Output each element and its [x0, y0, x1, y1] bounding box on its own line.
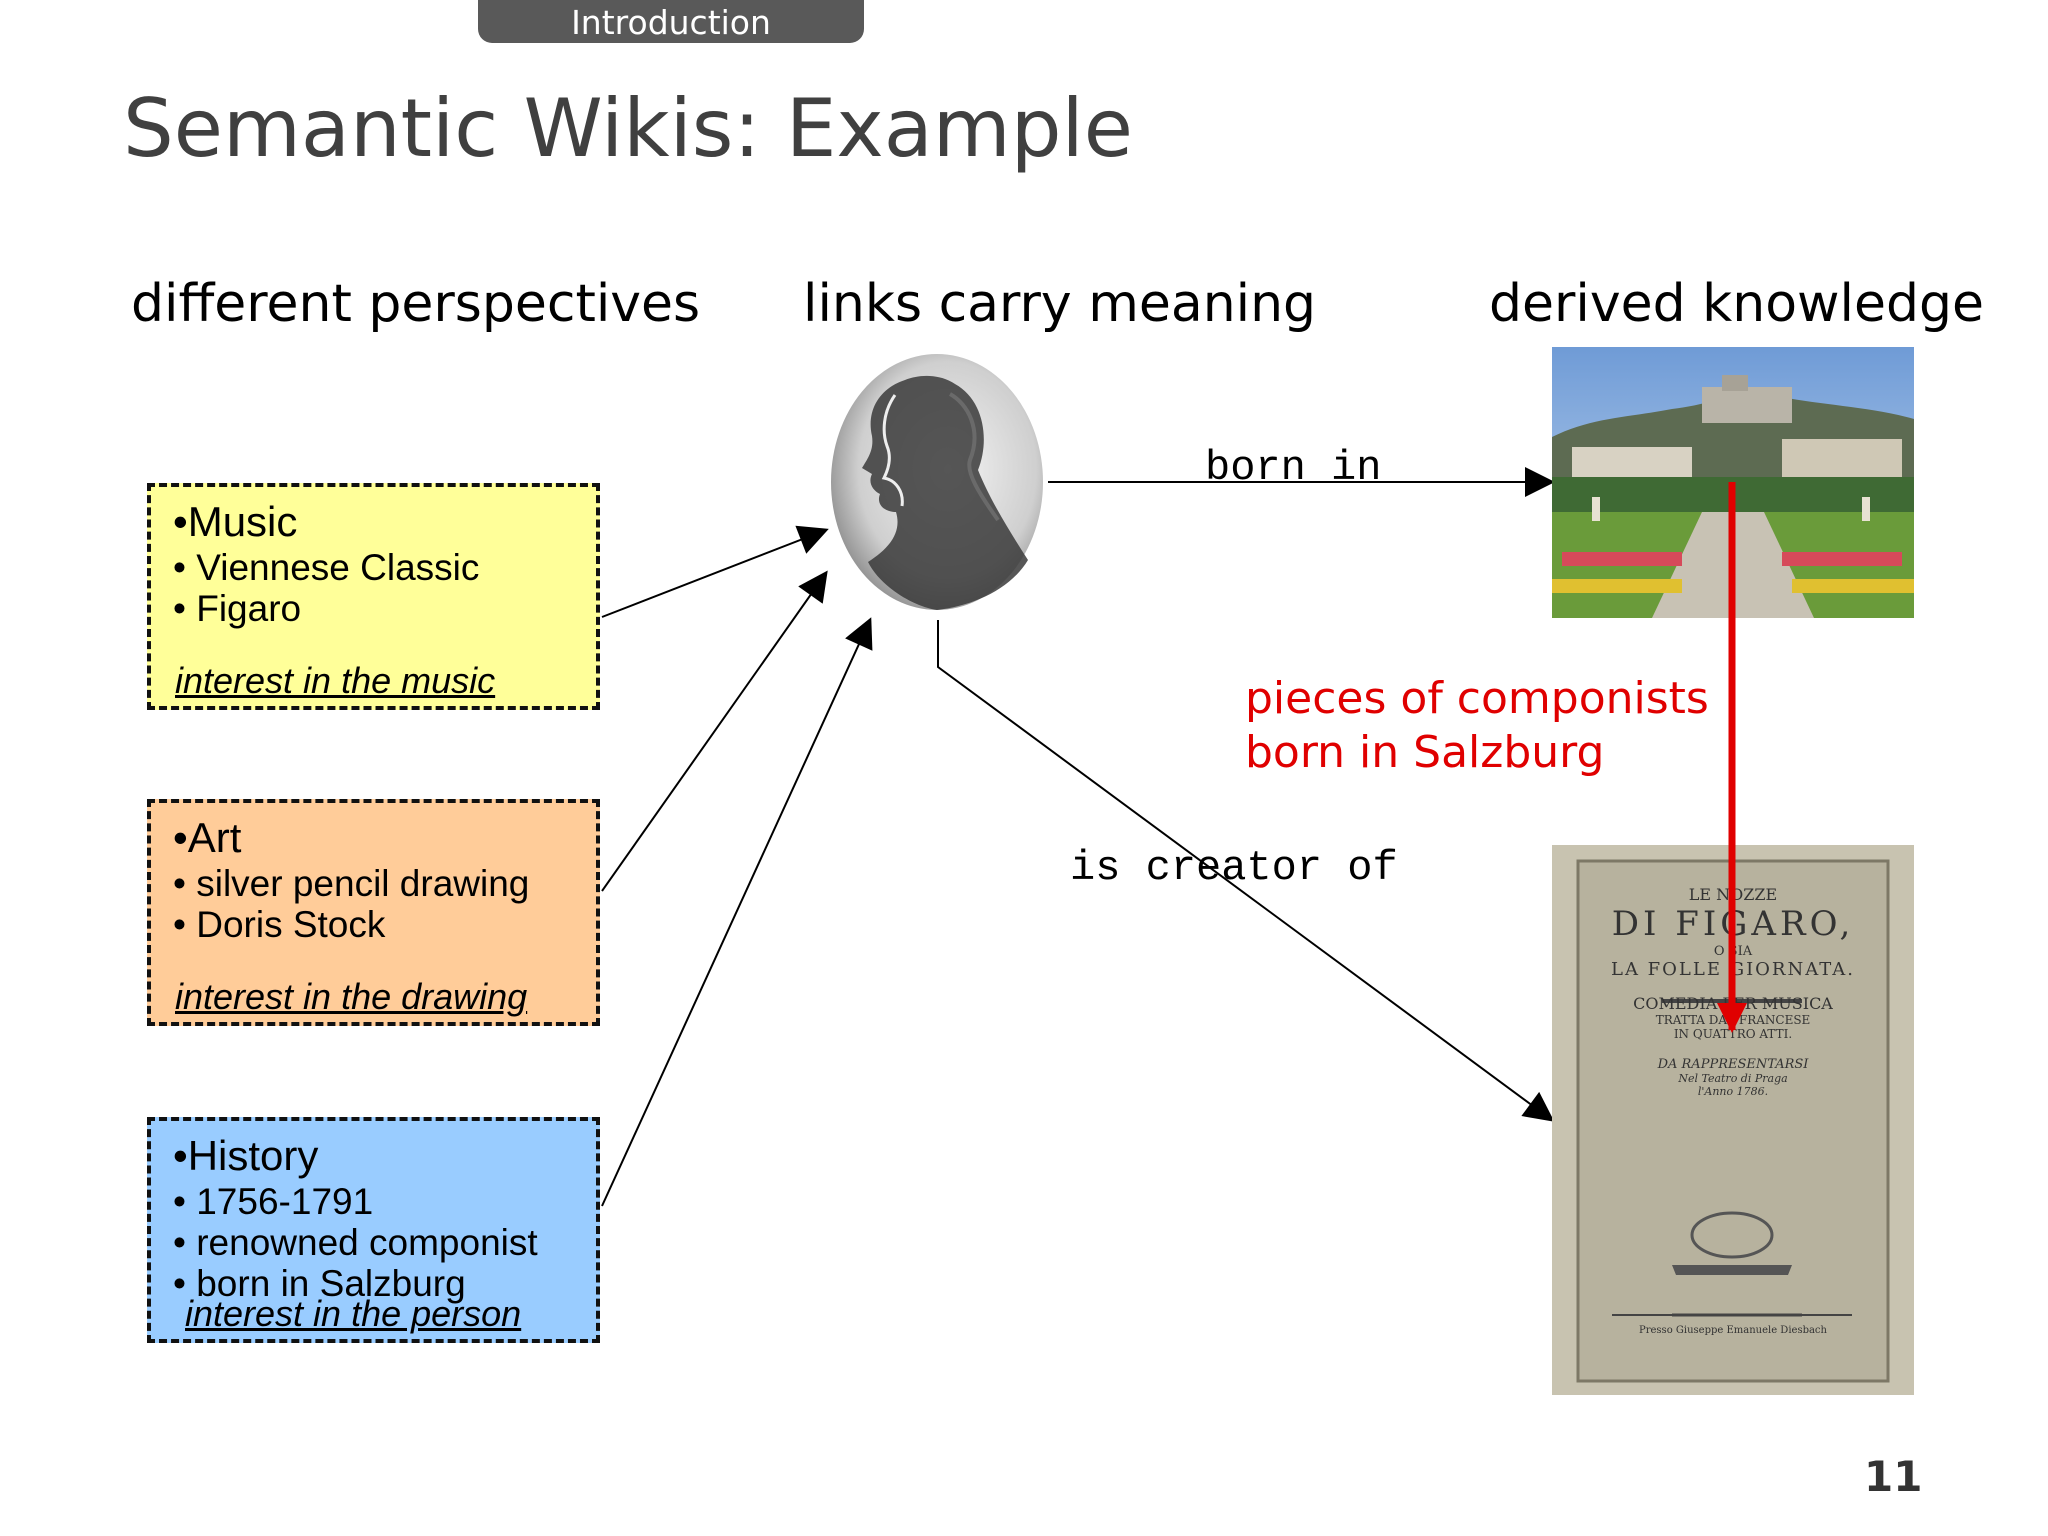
music-box-item: • Figaro: [173, 588, 302, 629]
music-perspective-box: •Music • Viennese Classic • Figaro inter…: [147, 483, 600, 710]
music-box-title: •Music: [173, 498, 298, 545]
history-perspective-box: •History • 1756-1791 • renowned componis…: [147, 1117, 600, 1343]
heading-derived-knowledge: derived knowledge: [1489, 274, 1984, 334]
page-number: 11: [1864, 1452, 1923, 1501]
book-line: DA RAPPRESENTARSI: [1657, 1057, 1809, 1072]
art-perspective-box: •Art • silver pencil drawing • Doris Sto…: [147, 799, 600, 1026]
page-title: Semantic Wikis: Example: [123, 82, 1133, 175]
art-box-item: • silver pencil drawing: [173, 863, 530, 904]
derived-knowledge-note: pieces of componists born in Salzburg: [1245, 672, 1709, 780]
music-box-note: interest in the music: [175, 660, 496, 701]
book-line: l'Anno 1786.: [1697, 1085, 1769, 1098]
art-box-title: •Art: [173, 814, 242, 861]
relation-born-in-label: born in: [1205, 444, 1382, 492]
arrow-history-to-person: [601, 617, 873, 1207]
arrow-music-to-person: [601, 525, 829, 618]
book-line: Presso Giuseppe Emanuele Diesbach: [1639, 1325, 1827, 1336]
history-box-note: interest in the person: [185, 1293, 522, 1334]
figaro-book-image: LE NOZZE DI FIGARO, O SIA LA FOLLE GIORN…: [1552, 845, 1914, 1395]
music-box-item: • Viennese Classic: [173, 547, 480, 588]
art-box-note: interest in the drawing: [175, 976, 528, 1017]
history-box-item: • born in Salzburg: [173, 1263, 466, 1304]
heading-links-carry-meaning: links carry meaning: [803, 274, 1317, 334]
book-line: Nel Teatro di Praga: [1678, 1072, 1788, 1085]
heading-different-perspectives: different perspectives: [131, 274, 701, 334]
art-box-item: • Doris Stock: [173, 904, 386, 945]
derived-note-line: born in Salzburg: [1245, 727, 1605, 778]
book-line: IN QUATTRO ATTI.: [1673, 1027, 1793, 1041]
relation-is-creator-of-label: is creator of: [1070, 844, 1398, 892]
derived-note-line: pieces of componists: [1245, 673, 1709, 724]
arrow-art-to-person: [601, 570, 828, 892]
history-box-item: • renowned componist: [173, 1222, 538, 1263]
history-box-title: •History: [173, 1132, 319, 1179]
history-box-item: • 1756-1791: [173, 1181, 374, 1222]
arrow-is-creator-of: [937, 620, 1555, 1122]
section-tab[interactable]: Introduction: [478, 0, 864, 43]
